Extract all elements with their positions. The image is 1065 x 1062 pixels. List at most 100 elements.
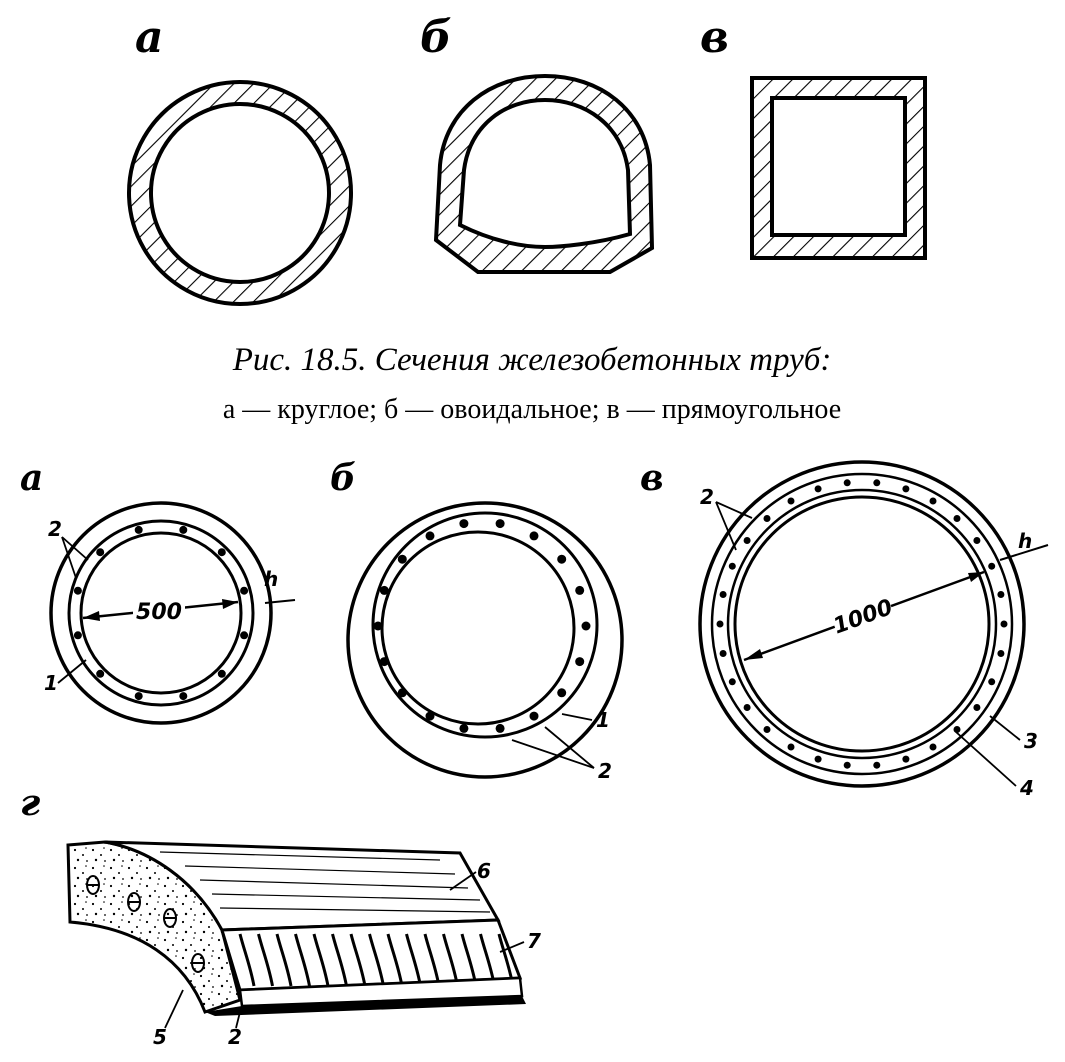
rebar-dot bbox=[728, 678, 736, 686]
fig2-label-d: г bbox=[20, 782, 40, 824]
pipe-wall-fragment: 6 7 5 2 bbox=[66, 840, 541, 1049]
rebar-dot bbox=[240, 586, 249, 595]
callout-2-a: 2 bbox=[48, 517, 62, 541]
rebar-dot bbox=[575, 585, 585, 595]
rebar-dot bbox=[495, 723, 505, 733]
rebar-dot bbox=[179, 692, 188, 701]
rebar-dot bbox=[379, 657, 389, 667]
rebar-dot bbox=[459, 723, 469, 733]
rebar-dot bbox=[179, 525, 188, 534]
rebar-dots-c bbox=[716, 479, 1008, 769]
rebar-dot bbox=[763, 726, 771, 733]
callout-2-d: 2 bbox=[228, 1025, 242, 1049]
callout-1-a: 1 bbox=[44, 671, 58, 695]
spiral-wire bbox=[294, 933, 311, 987]
rebar-dot bbox=[459, 519, 469, 529]
callout-7: 7 bbox=[527, 929, 541, 953]
rebar-dot bbox=[397, 554, 407, 564]
rebar-dot bbox=[843, 761, 851, 769]
rebar-dot bbox=[843, 479, 851, 487]
rebar-dot bbox=[529, 531, 539, 541]
spiral-wire bbox=[405, 933, 422, 987]
ovoid-section bbox=[433, 73, 655, 274]
rebar-dots-b bbox=[373, 519, 591, 733]
rebar-dot bbox=[873, 479, 881, 487]
rebar-dot bbox=[814, 755, 822, 763]
rebar-dot bbox=[557, 688, 567, 698]
rebar-dot bbox=[397, 688, 407, 698]
rebar-dot bbox=[134, 692, 143, 701]
fig1-label-b: б bbox=[420, 12, 452, 63]
pipe-500-section: 500 h 2 1 bbox=[44, 501, 296, 725]
callout-1-b: 1 bbox=[596, 708, 610, 732]
rebar-dot bbox=[902, 755, 910, 763]
callout-2-b: 2 bbox=[598, 759, 612, 783]
spiral-wire bbox=[331, 933, 348, 987]
rebar-dot bbox=[240, 631, 249, 640]
rebar-dot bbox=[425, 531, 435, 541]
rebar-dot bbox=[529, 711, 539, 721]
rebar-dot bbox=[953, 515, 961, 522]
caption-title: Рис. 18.5. Сечения железобетонных труб: bbox=[232, 342, 832, 378]
diameter-500-label: 500 bbox=[136, 600, 182, 625]
rebar-dot bbox=[743, 704, 751, 711]
rebar-dot bbox=[929, 743, 937, 751]
rebar-dot bbox=[787, 743, 795, 751]
rebar-dot bbox=[495, 519, 505, 529]
rebar-dot bbox=[73, 586, 82, 595]
rebar-dot bbox=[96, 669, 105, 678]
fig2-label-b: б bbox=[330, 457, 356, 499]
rebar-dot bbox=[728, 562, 736, 570]
rebar-dot bbox=[373, 621, 383, 631]
rebar-dot bbox=[973, 704, 981, 711]
callout-3-c: 3 bbox=[1024, 729, 1038, 753]
rebar-dot bbox=[988, 678, 996, 686]
rebar-dot bbox=[134, 525, 143, 534]
pipe-eccentric-section: 1 2 bbox=[346, 501, 624, 783]
spiral-wire bbox=[275, 933, 293, 987]
thickness-label-c: h bbox=[1018, 529, 1032, 553]
top-coating-lines bbox=[159, 851, 491, 913]
rebar-dot bbox=[379, 585, 389, 595]
spiral-wire bbox=[349, 933, 367, 987]
rebar-dot bbox=[73, 631, 82, 640]
rebar-dot bbox=[953, 726, 961, 733]
rebar-dot bbox=[902, 485, 910, 493]
rectangular-section bbox=[750, 76, 927, 260]
thickness-label-a: h bbox=[264, 567, 278, 591]
callout-2-c: 2 bbox=[700, 485, 714, 509]
rebar-dot bbox=[763, 515, 771, 522]
rebar-dot bbox=[997, 591, 1005, 598]
rebar-dot bbox=[719, 650, 727, 657]
rebar-dot bbox=[575, 657, 585, 667]
rebar-dot bbox=[716, 620, 724, 628]
callout-4-c: 4 bbox=[1019, 776, 1034, 800]
fig2-label-c: в bbox=[640, 457, 664, 499]
rebar-dots-a bbox=[73, 525, 249, 701]
spiral-wire bbox=[238, 933, 256, 987]
rebar-dot bbox=[719, 591, 727, 598]
rebar-dot bbox=[557, 554, 567, 564]
spiral-wire bbox=[257, 933, 274, 987]
rebar-dot bbox=[217, 548, 226, 557]
rebar-dot bbox=[217, 669, 226, 678]
rebar-dot bbox=[929, 497, 937, 505]
spiral-wire bbox=[312, 933, 330, 987]
callout-6: 6 bbox=[477, 859, 491, 883]
rebar-dot bbox=[973, 537, 981, 544]
fig1-label-a: а bbox=[135, 12, 164, 63]
callout-5: 5 bbox=[153, 1025, 167, 1049]
caption-legend: а — круглое; б — овоидальное; в — прямоу… bbox=[223, 394, 841, 425]
fig2-label-a: а bbox=[20, 457, 43, 499]
aggregate-marks bbox=[86, 875, 205, 973]
spiral-wire bbox=[368, 933, 385, 987]
rebar-dot bbox=[873, 761, 881, 769]
rebar-dot bbox=[425, 711, 435, 721]
rebar-dot bbox=[814, 485, 822, 493]
fig1-label-c: в bbox=[700, 12, 729, 63]
rebar-dot bbox=[96, 548, 105, 557]
rebar-dot bbox=[1000, 620, 1008, 628]
rebar-dot bbox=[988, 562, 996, 570]
pipe-1000-section: 1000 h 2 3 4 bbox=[698, 460, 1049, 800]
